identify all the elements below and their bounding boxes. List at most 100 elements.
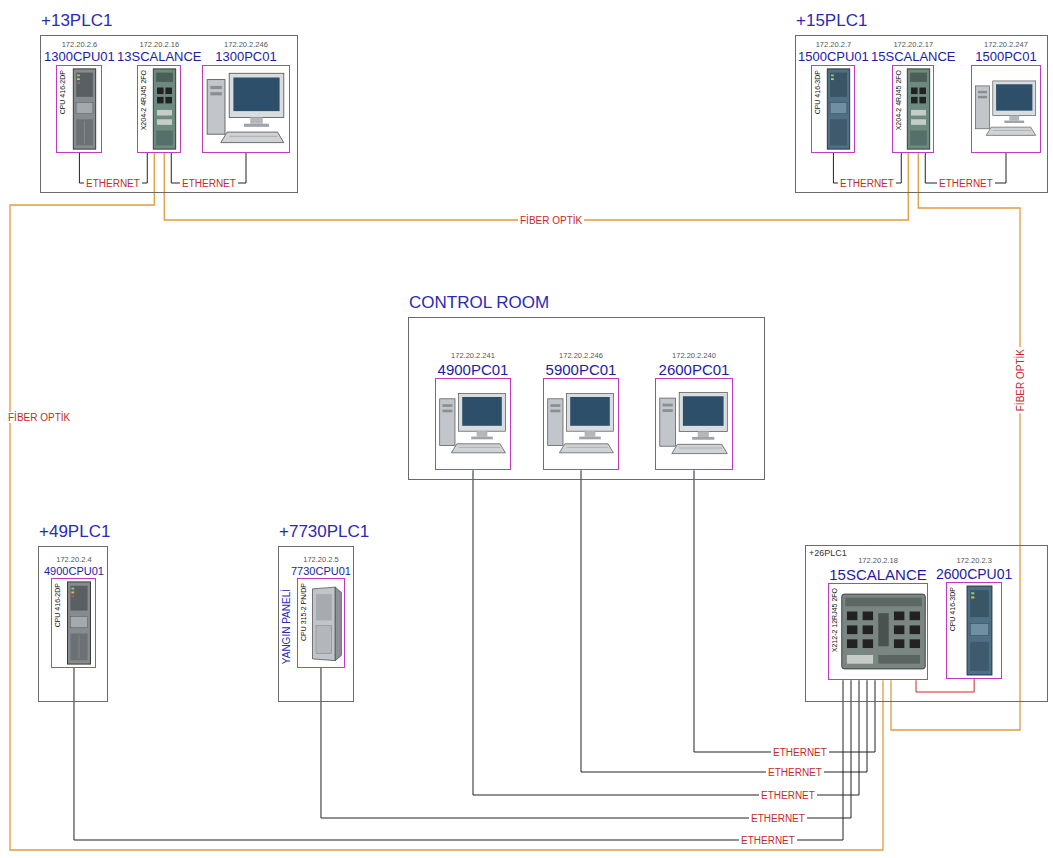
cabinet-title: +7730PLC1	[279, 522, 369, 542]
plc-cabinet: +7730PLC1YANGIN PANELİ172.20.2.57730CPU0…	[278, 546, 354, 702]
ip-address: 172.20.2.5	[303, 555, 338, 565]
link-label: ETHERNET	[739, 835, 797, 846]
ethernet-link	[916, 679, 974, 692]
device-name: 13SCALANCE	[117, 50, 202, 65]
device-picture	[545, 380, 617, 468]
fiber-link	[164, 153, 908, 220]
link-label: ETHERNET	[838, 178, 896, 189]
plc-cabinet: +26PLC1 172.20.2.1815SCALANCE X212-2 12RJ4…	[805, 545, 1048, 702]
device-frame	[543, 378, 619, 470]
device-picture	[63, 580, 95, 666]
network-switch: 172.20.2.1715SCALANCE X204-2 4RJ45 2FO	[871, 40, 956, 153]
module-type: CPU 416-2DP	[58, 70, 67, 114]
device-frame: CPU 416-3DP	[811, 65, 855, 153]
device-frame: X204-2 4RJ45 2FO	[892, 65, 934, 153]
device-frame	[971, 65, 1041, 153]
device-name: 2600PC01	[659, 361, 730, 378]
ip-address: 172.20.2.3	[956, 556, 991, 566]
device-picture	[657, 380, 731, 468]
device-name: 7730CPU01	[291, 565, 351, 578]
device-picture	[437, 380, 509, 468]
device-picture	[973, 67, 1039, 151]
ethernet-link	[74, 668, 843, 840]
plc-cabinet: CONTROL ROOM172.20.2.2414900PC01172.20.2…	[408, 317, 765, 480]
device-frame: X204-2 4RJ45 2FO	[137, 65, 181, 153]
ip-address: 172.20.2.7	[816, 40, 851, 50]
plc-cpu: 172.20.2.71500CPU01CPU 416-3DP	[798, 40, 869, 153]
link-label: ETHERNET	[84, 178, 142, 189]
device-picture	[149, 67, 180, 151]
cabinet-title: +15PLC1	[796, 11, 867, 31]
plc-cabinet: +15PLC1172.20.2.71500CPU01CPU 416-3DP172…	[795, 35, 1048, 193]
device-name: 15SCALANCE	[829, 566, 927, 583]
device-frame: CPU 416-2DP	[51, 578, 96, 668]
pc-station: 172.20.2.2461300PC01	[202, 40, 290, 153]
device-picture	[958, 584, 1001, 677]
ethernet-link	[473, 470, 859, 795]
module-type: CPU 416-3DP	[948, 587, 957, 631]
ip-address: 172.20.2.18	[858, 556, 898, 566]
device-name: 5900PC01	[546, 361, 617, 378]
device-name: 4900PC01	[438, 361, 509, 378]
ip-address: 172.20.2.17	[893, 40, 933, 50]
link-label: FİBER OPTİK	[1015, 347, 1026, 413]
device-name: 1500PC01	[975, 50, 1036, 65]
plc-cpu: 172.20.2.44900CPU01CPU 416-2DP	[44, 555, 104, 668]
pc-station: 172.20.2.2465900PC01	[543, 351, 619, 470]
device-picture	[309, 580, 344, 666]
link-label: ETHERNET	[766, 767, 824, 778]
device-frame	[655, 378, 733, 470]
link-label: ETHERNET	[759, 790, 817, 801]
device-picture	[823, 67, 854, 151]
device-frame: CPU 416-3DP	[946, 582, 1002, 679]
link-label: FİBER OPTİK	[518, 215, 584, 226]
plc-cpu: 172.20.2.32600CPU01CPU 416-3DP	[936, 556, 1012, 679]
device-name: 1300PC01	[215, 50, 276, 65]
device-frame	[202, 65, 290, 153]
device-name: 1500CPU01	[798, 50, 869, 65]
fiber-link	[10, 153, 883, 850]
device-picture	[204, 67, 288, 151]
cabinet-title: CONTROL ROOM	[409, 293, 549, 313]
module-type: X204-2 4RJ45 2FO	[894, 70, 903, 130]
device-frame: CPU 416-2DP	[56, 65, 102, 153]
device-name: 4900CPU01	[44, 565, 104, 578]
device-frame	[435, 378, 511, 470]
link-label: FİBER OPTİK	[6, 412, 72, 423]
link-label: ETHERNET	[771, 747, 829, 758]
plc-cabinet: +13PLC1172.20.2.61300CPU01CPU 416-2DP172…	[40, 35, 298, 193]
module-type: X204-2 4RJ45 2FO	[139, 70, 148, 130]
panel-note: YANGIN PANELİ	[281, 589, 292, 664]
plc-cpu: 172.20.2.61300CPU01CPU 416-2DP	[44, 40, 115, 153]
device-frame: CPU 315-2 PN/DP	[297, 578, 345, 668]
device-name: 2600CPU01	[936, 566, 1012, 582]
cabinet-title: +13PLC1	[41, 11, 112, 31]
ip-address: 172.20.2.4	[56, 555, 91, 565]
module-type: CPU 416-3DP	[813, 70, 822, 114]
ip-address: 172.20.2.246	[559, 351, 603, 361]
link-label: ETHERNET	[937, 178, 995, 189]
ethernet-link	[581, 470, 867, 772]
plc-cabinet: +49PLC1172.20.2.44900CPU01CPU 416-2DP	[38, 546, 108, 702]
plc-cpu: 172.20.2.57730CPU01CPU 315-2 PN/DP	[291, 555, 351, 668]
module-type: X212-2 12RJ45 2FO	[830, 588, 839, 652]
ip-address: 172.20.2.247	[984, 40, 1028, 50]
link-label: ETHERNET	[749, 813, 807, 824]
link-label: ETHERNET	[180, 178, 238, 189]
ip-address: 172.20.2.241	[451, 351, 495, 361]
ip-address: 172.20.2.246	[224, 40, 268, 50]
device-picture	[840, 585, 927, 678]
device-picture	[68, 67, 101, 151]
device-picture	[904, 67, 933, 151]
cabinet-title: +26PLC1	[809, 548, 847, 558]
pc-station: 172.20.2.2414900PC01	[435, 351, 511, 470]
ip-address: 172.20.2.16	[139, 40, 179, 50]
network-switch: 172.20.2.1613SCALANCE X204-2 4RJ45 2FO	[117, 40, 202, 153]
pc-station: 172.20.2.2402600PC01	[655, 351, 733, 470]
pc-station: 172.20.2.2471500PC01	[971, 40, 1041, 153]
module-type: CPU 315-2 PN/DP	[299, 583, 308, 641]
ip-address: 172.20.2.240	[672, 351, 716, 361]
device-frame: X212-2 12RJ45 2FO	[828, 583, 928, 680]
device-name: 15SCALANCE	[871, 50, 956, 65]
cabinet-title: +49PLC1	[39, 522, 110, 542]
